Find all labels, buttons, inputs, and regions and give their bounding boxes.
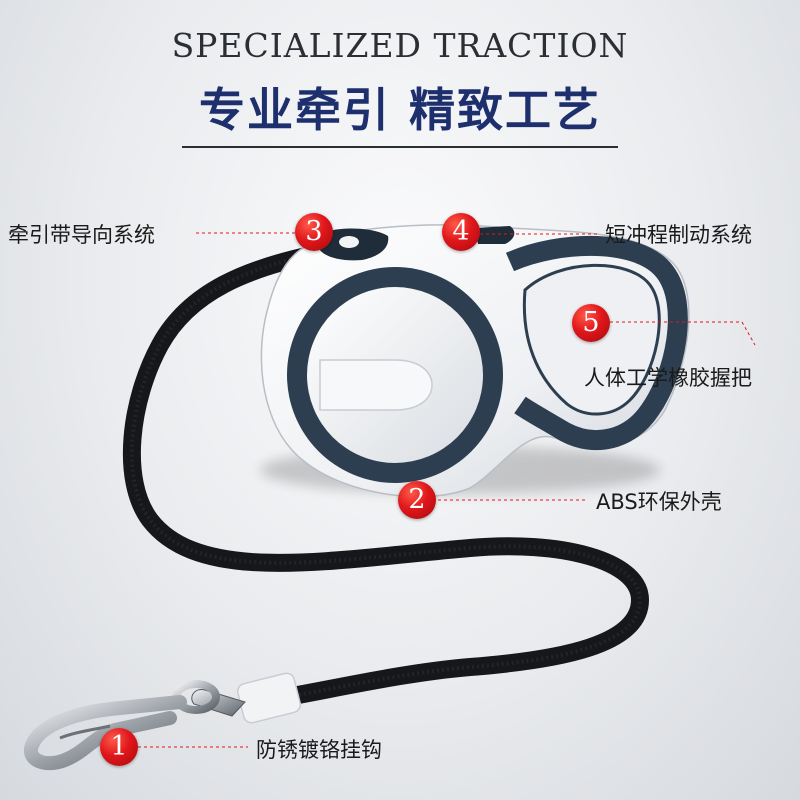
snap-hook xyxy=(24,680,246,771)
callout-label-brake-system: 短冲程制动系统 xyxy=(605,223,752,247)
callout-badge-3: 3 xyxy=(295,213,333,251)
callout-label-chrome-hook: 防锈镀铬挂钩 xyxy=(256,738,382,762)
callout-badge-2: 2 xyxy=(398,481,436,519)
callout-label-abs-shell: ABS环保外壳 xyxy=(596,490,722,514)
title-english: SPECIALIZED TRACTION xyxy=(171,26,629,65)
callout-label-strap-guide: 牵引带导向系统 xyxy=(8,223,155,247)
callout-badge-1: 1 xyxy=(100,728,138,766)
title-underline xyxy=(182,146,618,148)
leash-handle-body xyxy=(260,224,690,498)
leash-strap xyxy=(122,245,650,709)
leader-lines xyxy=(138,232,756,748)
callout-badge-5: 5 xyxy=(572,304,610,342)
strap-end-clip xyxy=(236,672,302,724)
callout-label-ergonomic-grip: 人体工学橡胶握把 xyxy=(584,366,752,390)
title-chinese: 专业牵引 精致工艺 xyxy=(198,83,601,137)
callout-badge-4: 4 xyxy=(442,213,480,251)
